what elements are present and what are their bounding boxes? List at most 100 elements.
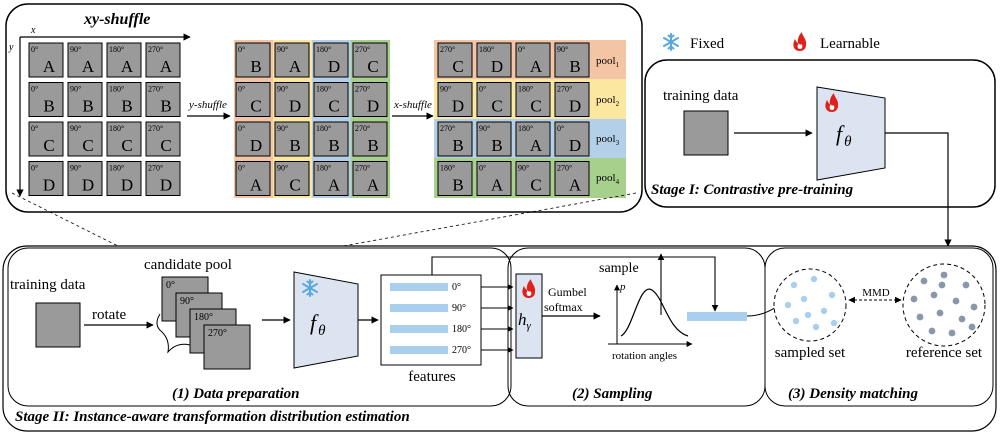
yshuffled-cell-0-0: 0°B xyxy=(235,42,271,78)
cell-letter: A xyxy=(367,176,380,195)
sampled-dot-4 xyxy=(800,295,808,303)
cell-letter: A xyxy=(250,176,263,195)
original-cell-3-0: 0°D xyxy=(28,161,64,196)
legend-learnable: Learnable xyxy=(820,36,880,52)
stack-angle-label: 90° xyxy=(180,296,194,307)
yshuffled-cell-3-1: 90°C xyxy=(274,161,310,196)
yshuffled-cell-0-1: 90°A xyxy=(274,42,310,78)
yshuffled-cell-3-3: 270°A xyxy=(352,161,388,196)
cell-letter: C xyxy=(530,97,541,116)
cell-letter: C xyxy=(121,136,132,155)
reference-dot-4 xyxy=(930,291,938,299)
sampling: hγ Gumbel softmax sample p rotation angl… xyxy=(515,253,798,402)
data-prep-title: (1) Data preparation xyxy=(172,386,300,402)
cell-letter: A xyxy=(160,57,173,76)
snowflake-icon xyxy=(663,33,679,51)
pool-label-3: pool3 xyxy=(596,133,620,147)
xshuffled-cell-1-2: 180°C xyxy=(515,82,551,117)
reference-dot-0 xyxy=(920,277,928,285)
cell-letter: B xyxy=(289,136,300,155)
cell-letter: D xyxy=(289,97,301,116)
yshuffled-cell-1-3: 270°D xyxy=(352,82,388,117)
cell-angle: 180° xyxy=(109,45,124,54)
original-cell-2-3: 270°C xyxy=(145,121,181,157)
feature-to-h-arrows xyxy=(481,284,514,353)
reference-dot-5 xyxy=(952,297,960,305)
reference-dot-3 xyxy=(910,295,918,303)
xshuffled-cell-0-0: 270°C xyxy=(437,42,473,78)
cell-letter: D xyxy=(121,176,133,195)
cell-angle: 0° xyxy=(518,45,525,54)
stack-image-3: 270° xyxy=(203,324,251,370)
legend: Fixed Learnable xyxy=(663,32,880,52)
original-cell-0-3: 270°A xyxy=(145,42,181,78)
softmax-label: softmax xyxy=(544,300,583,314)
cell-angle: 180° xyxy=(316,85,331,94)
feature-angle-label: 270° xyxy=(452,345,471,356)
distribution-curve xyxy=(620,288,689,337)
stage1-training-data: training data xyxy=(663,88,739,104)
sampled-dot-9 xyxy=(804,311,812,319)
sample-label: sample xyxy=(599,261,639,276)
cell-letter: A xyxy=(82,57,95,76)
original-cell-0-1: 90°A xyxy=(67,42,103,78)
pool-label-2: pool2 xyxy=(596,94,620,108)
sampled-dot-7 xyxy=(812,323,820,331)
feature-bar-3 xyxy=(390,346,448,354)
gumbel-label: Gumbel xyxy=(548,285,587,299)
cell-angle: 270° xyxy=(355,85,370,94)
feature-bar-2 xyxy=(390,325,448,333)
cell-angle: 90° xyxy=(557,45,568,54)
stage2-title: Stage II: Instance-aware transformation … xyxy=(15,409,410,425)
original-cell-2-1: 90°C xyxy=(67,121,103,157)
xshuffled-cell-1-1: 0°C xyxy=(476,82,512,117)
feature-angle-label: 180° xyxy=(452,324,471,335)
stage1-to-density-arrow xyxy=(885,132,952,247)
mmd-label: MMD xyxy=(862,287,890,299)
cell-angle: 180° xyxy=(316,45,331,54)
cell-letter: B xyxy=(121,97,132,116)
pool-label-1: pool1 xyxy=(596,55,620,69)
yshuffled-cell-1-2: 180°C xyxy=(313,82,349,117)
original-cell-3-2: 180° D xyxy=(106,161,142,196)
cell-angle: 180° xyxy=(109,164,124,173)
yshuffled-cell-2-0: 0°D xyxy=(235,121,271,157)
cell-letter: A xyxy=(328,176,341,195)
candidate-pool-label: candidate pool xyxy=(144,257,232,273)
cell-letter: A xyxy=(289,57,302,76)
original-cell-1-1: 90°B xyxy=(67,82,103,117)
sampled-dot-0 xyxy=(790,281,798,289)
sampled-dot-8 xyxy=(830,319,838,327)
sampled-dot-2 xyxy=(828,291,836,299)
stage2-panel: Stage II: Instance-aware transformation … xyxy=(2,245,997,432)
cell-letter: D xyxy=(569,97,581,116)
reference-dot-11 xyxy=(948,329,956,337)
xshuffled-cell-1-3: 270°D xyxy=(554,82,590,117)
cell-angle: 90° xyxy=(479,124,490,133)
cell-letter: A xyxy=(491,176,504,195)
stack-angle-label: 180° xyxy=(194,312,213,323)
cell-letter: C xyxy=(43,136,54,155)
cell-letter: D xyxy=(452,97,464,116)
sampling-title: (2) Sampling xyxy=(572,386,653,402)
plot-p-label: p xyxy=(619,281,626,293)
cell-angle: 270° xyxy=(440,124,455,133)
cell-letter: A xyxy=(530,136,543,155)
xshuffled-cell-2-2: 180°A xyxy=(515,121,551,157)
reference-dot-7 xyxy=(916,313,924,321)
xshuffled-cell-0-3: 90°B xyxy=(554,42,590,78)
yshuffled-cell-0-3: 270°C xyxy=(352,42,388,78)
cell-angle: 180° xyxy=(479,45,494,54)
yshuffled-cell-1-1: 90°D xyxy=(274,82,310,117)
cell-angle: 0° xyxy=(31,124,38,133)
y-axis-label: y xyxy=(8,42,14,53)
cell-letter: B xyxy=(82,97,93,116)
pool-brace xyxy=(156,313,191,354)
cell-letter: A xyxy=(530,57,543,76)
cell-letter: C xyxy=(491,97,502,116)
original-cell-2-2: 180°C xyxy=(106,121,142,157)
cell-letter: C xyxy=(82,136,93,155)
cell-angle: 0° xyxy=(238,164,245,173)
feature-bar-0 xyxy=(390,283,448,291)
